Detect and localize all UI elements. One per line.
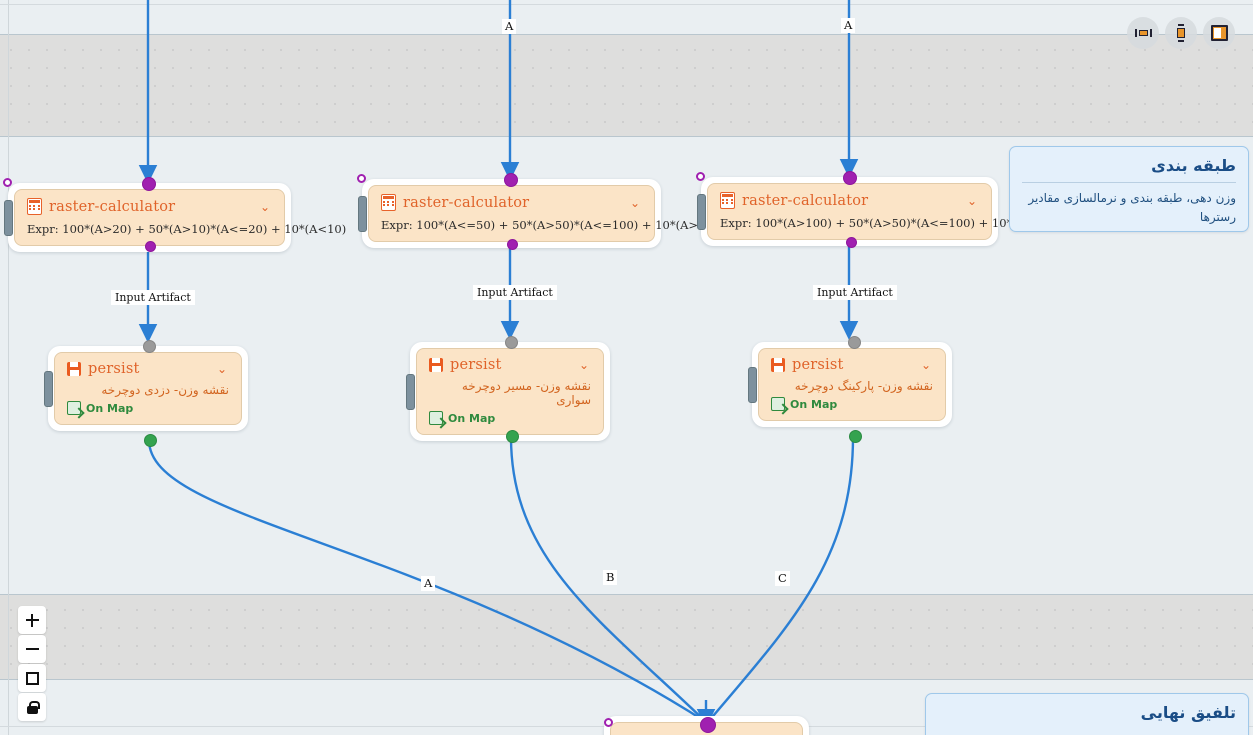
chevron-down-icon[interactable]: ⌄ (629, 195, 640, 210)
note-classification[interactable]: طبقه بندی وزن دهی، طبقه بندی و نرمالسازی… (1009, 146, 1249, 232)
node-persist-3[interactable]: persist ⌄ نقشه وزن- پارکینگ دوچرخه On Ma… (748, 336, 952, 443)
calculator-icon (381, 194, 396, 211)
save-icon (771, 358, 785, 372)
node-label-fa: نقشه وزن- مسیر دوچرخه سواری (461, 379, 591, 407)
chevron-down-icon[interactable]: ⌄ (216, 362, 227, 376)
chevron-down-icon[interactable]: ⌄ (578, 358, 589, 372)
node-drag-handle[interactable] (697, 193, 706, 230)
calculator-icon (27, 198, 42, 215)
node-merge-bottom[interactable] (604, 716, 809, 735)
distribute-horizontal-button[interactable] (1127, 17, 1159, 49)
toggle-panel-icon (1210, 25, 1228, 41)
node-title: raster-calculator (403, 194, 530, 211)
handle-source-bottom[interactable] (145, 241, 156, 252)
on-map-label: On Map (448, 411, 496, 425)
node-persist-2[interactable]: persist ⌄ نقشه وزن- مسیر دوچرخه سواری On… (406, 336, 610, 443)
distribute-vertical-icon (1175, 24, 1187, 42)
handle-target-top[interactable] (843, 171, 857, 185)
handle-target-top-left[interactable] (604, 718, 613, 727)
handle-target-top[interactable] (505, 336, 518, 349)
lock-button[interactable] (18, 693, 46, 721)
zoom-out-button[interactable] (18, 635, 46, 663)
node-drag-handle[interactable] (4, 199, 13, 236)
zoom-controls[interactable] (18, 606, 46, 722)
lock-icon (26, 700, 40, 714)
distribute-horizontal-icon (1134, 27, 1152, 39)
group-band-bottom (0, 594, 1253, 680)
group-band-top (0, 34, 1253, 137)
node-label-fa: نقشه وزن- پارکینگ دوچرخه (794, 379, 933, 393)
chevron-down-icon[interactable]: ⌄ (259, 199, 270, 214)
calculator-icon (720, 192, 735, 209)
handle-target-top-left[interactable] (696, 172, 705, 181)
handle-target-top-left[interactable] (357, 174, 366, 183)
node-drag-handle[interactable] (358, 195, 367, 232)
handle-source-bottom[interactable] (507, 239, 518, 250)
node-persist-1[interactable]: persist ⌄ نقشه وزن- دزدی دوچرخه On Map (44, 340, 248, 447)
handle-target-top[interactable] (142, 177, 156, 191)
edge-label-artifact-2: Input Artifact (473, 285, 557, 300)
note-title: طبقه بندی (1151, 156, 1236, 175)
toggle-panel-button[interactable] (1203, 17, 1235, 49)
on-map-badge: On Map (67, 401, 229, 415)
node-drag-handle[interactable] (748, 366, 757, 403)
handle-target-top[interactable] (143, 340, 156, 353)
handle-target-top[interactable] (504, 173, 518, 187)
handle-target-top-left[interactable] (3, 178, 12, 187)
chevron-down-icon[interactable]: ⌄ (920, 358, 931, 372)
edge-label-out-a: A (421, 576, 436, 591)
node-expression: Expr: 100*(A>20) + 50*(A>10)*(A<=20) + 1… (27, 222, 347, 236)
minus-icon (25, 648, 39, 650)
node-drag-handle[interactable] (44, 370, 53, 407)
node-title: raster-calculator (49, 198, 176, 215)
on-map-badge: On Map (429, 411, 591, 425)
handle-source-bottom[interactable] (846, 237, 857, 248)
canvas-frame-top (0, 4, 1253, 5)
map-icon (429, 411, 443, 425)
node-title: persist (792, 357, 844, 373)
edge-label-in-1: A (502, 19, 517, 34)
fit-view-button[interactable] (18, 664, 46, 692)
plus-icon (25, 613, 39, 627)
on-map-badge: On Map (771, 397, 933, 411)
node-expression: Expr: 100*(A>100) + 50*(A>50)*(A<=100) +… (720, 216, 1054, 230)
node-label-fa: نقشه وزن- دزدی دوچرخه (101, 383, 229, 397)
canvas-frame-left (8, 0, 9, 735)
node-raster-calculator-1[interactable]: raster-calculator ⌄ Expr: 100*(A>20) + 5… (3, 177, 347, 252)
note-title: تلفیق نهایی (1140, 703, 1236, 722)
handle-target-top[interactable] (848, 336, 861, 349)
save-icon (429, 358, 443, 372)
save-icon (67, 362, 81, 376)
edge-label-in-2: A (841, 18, 856, 33)
map-icon (771, 397, 785, 411)
node-title: raster-calculator (742, 192, 869, 209)
edge-label-out-c: C (775, 571, 790, 586)
zoom-in-button[interactable] (18, 606, 46, 634)
note-final-merge[interactable]: تلفیق نهایی (925, 693, 1249, 735)
fit-view-icon (25, 671, 39, 685)
node-title: persist (88, 361, 140, 377)
handle-target-top[interactable] (700, 717, 716, 733)
map-icon (67, 401, 81, 415)
note-text: وزن دهی، طبقه بندی و نرمالسازی مقادیر رس… (1028, 191, 1236, 224)
node-title: persist (450, 357, 502, 373)
on-map-label: On Map (86, 401, 134, 415)
chevron-down-icon[interactable]: ⌄ (966, 193, 977, 208)
node-drag-handle[interactable] (406, 373, 415, 410)
on-map-label: On Map (790, 397, 838, 411)
edge-label-out-b: B (603, 570, 618, 585)
edge-label-artifact-3: Input Artifact (813, 285, 897, 300)
handle-source-bottom[interactable] (506, 430, 519, 443)
node-raster-calculator-2[interactable]: raster-calculator ⌄ Expr: 100*(A<=50) + … (357, 173, 725, 250)
canvas-toolbar[interactable] (1127, 17, 1235, 49)
note-divider (1022, 182, 1236, 183)
node-expression: Expr: 100*(A<=50) + 50*(A>50)*(A<=100) +… (381, 218, 725, 232)
handle-source-bottom[interactable] (144, 434, 157, 447)
distribute-vertical-button[interactable] (1165, 17, 1197, 49)
handle-source-bottom[interactable] (849, 430, 862, 443)
node-raster-calculator-3[interactable]: raster-calculator ⌄ Expr: 100*(A>100) + … (696, 171, 1054, 248)
edge-label-artifact-1: Input Artifact (111, 290, 195, 305)
